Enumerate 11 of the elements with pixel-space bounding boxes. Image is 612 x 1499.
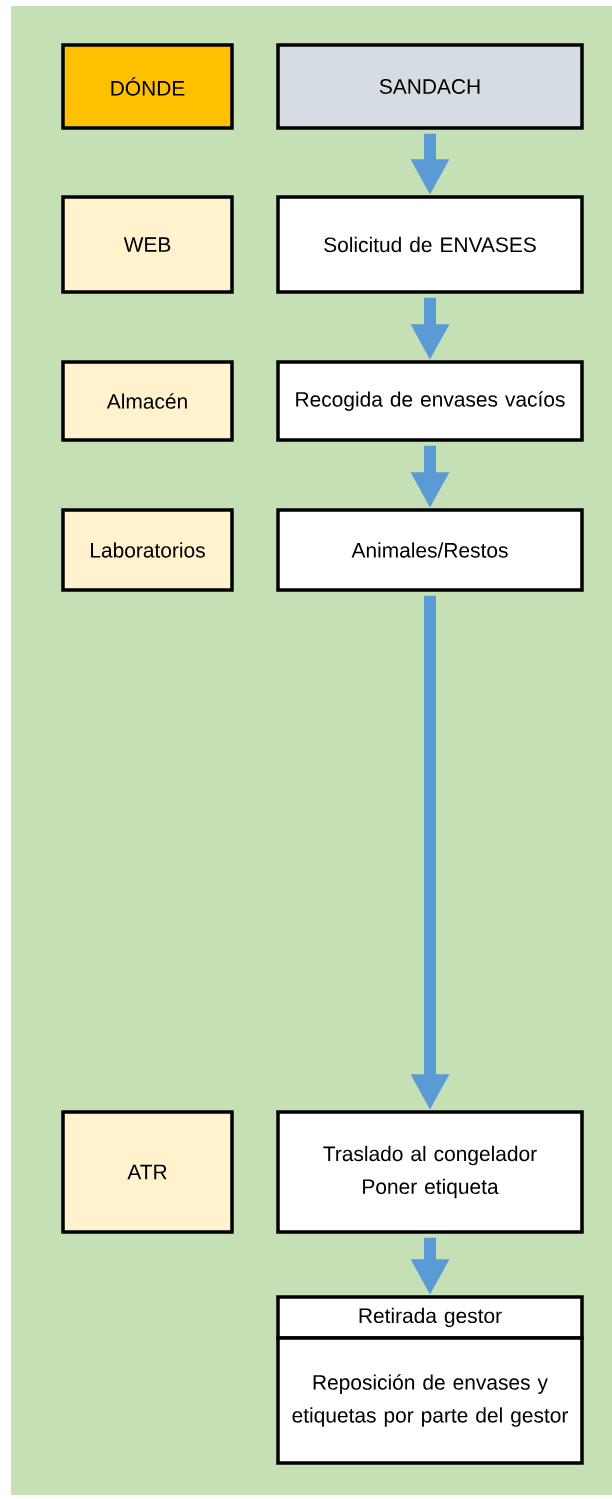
process-box: Recogida de envases vacíos xyxy=(276,360,584,442)
header-box: SANDACH xyxy=(276,43,584,130)
location-box: Laboratorios xyxy=(61,508,234,592)
process-box: Animales/Restos xyxy=(276,508,584,592)
location-box: Almacén xyxy=(61,360,234,442)
process-box: Retirada gestor xyxy=(276,1295,584,1340)
process-box: Solicitud de ENVASES xyxy=(276,195,584,294)
process-box: Traslado al congelador Poner etiqueta xyxy=(276,1110,584,1234)
header-box: DÓNDE xyxy=(61,43,234,130)
location-box: ATR xyxy=(61,1110,234,1234)
location-box: WEB xyxy=(61,195,234,294)
